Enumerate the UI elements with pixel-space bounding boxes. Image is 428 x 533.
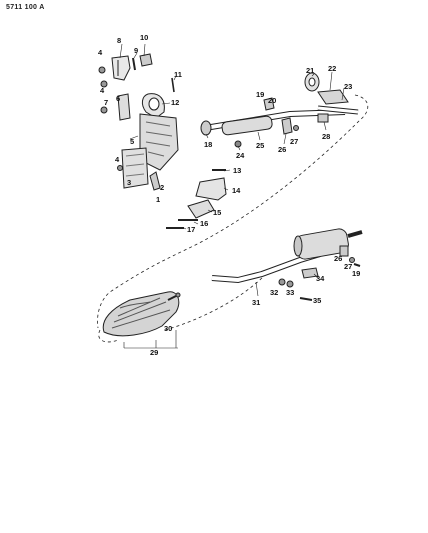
callout-32: 32 xyxy=(270,288,279,297)
callout-4a: 4 xyxy=(98,48,103,57)
bolt-9 xyxy=(132,57,136,71)
callout-22: 22 xyxy=(328,64,337,73)
leader-lines xyxy=(119,43,345,349)
callout-25: 25 xyxy=(256,141,265,150)
callout-30: 30 xyxy=(164,324,173,333)
callout-12: 12 xyxy=(171,98,180,107)
center-pipe-group xyxy=(200,72,359,148)
clip-10 xyxy=(139,53,153,67)
clamp-32 xyxy=(278,278,286,286)
catalytic-converter-group xyxy=(102,291,181,337)
resonator xyxy=(221,115,273,136)
hanger-24 xyxy=(234,140,242,148)
callout-26: 26 xyxy=(278,145,287,154)
stud-2 xyxy=(149,171,161,191)
callout-27: 27 xyxy=(290,137,299,146)
callout-19b: 19 xyxy=(352,269,361,278)
callout-8: 8 xyxy=(117,36,122,45)
flange-18 xyxy=(200,120,212,136)
callout-5: 5 xyxy=(130,137,135,146)
hanger-34 xyxy=(301,267,319,279)
callout-34: 34 xyxy=(316,274,325,283)
callout-26b: 26 xyxy=(334,254,343,263)
callout-9: 9 xyxy=(134,46,139,55)
dashed-routing-outline xyxy=(97,94,369,343)
callout-16: 16 xyxy=(200,219,209,228)
nut-27-right xyxy=(349,257,355,263)
bolt-19-right xyxy=(353,263,361,267)
callout-11: 11 xyxy=(174,70,182,79)
callout-4c: 4 xyxy=(115,155,120,164)
gasket-22 xyxy=(317,89,349,105)
bolt-35 xyxy=(299,297,313,301)
bracket-14 xyxy=(195,177,227,201)
callout-14: 14 xyxy=(232,186,241,195)
gasket-6 xyxy=(117,93,131,121)
callout-6: 6 xyxy=(116,94,121,103)
callout-31: 31 xyxy=(252,298,261,307)
callout-15: 15 xyxy=(213,208,222,217)
callout-10: 10 xyxy=(140,33,149,42)
manifold-heat-shield-group xyxy=(98,53,227,229)
shield-3 xyxy=(121,147,149,189)
bracket-15 xyxy=(187,199,215,219)
bracket-8 xyxy=(111,55,131,81)
callout-18: 18 xyxy=(204,140,213,149)
callout-19: 19 xyxy=(256,90,265,99)
reference-code: 5711 100 A xyxy=(6,4,45,11)
nut-27 xyxy=(293,125,299,131)
callout-3: 3 xyxy=(127,178,132,187)
hanger-26 xyxy=(281,117,293,135)
callout-4b: 4 xyxy=(100,86,105,95)
callout-24: 24 xyxy=(236,151,245,160)
nut-4a xyxy=(98,66,106,74)
nut-7 xyxy=(100,106,108,114)
muffler-group xyxy=(211,228,363,301)
callout-33: 33 xyxy=(286,288,295,297)
stud-30 xyxy=(167,295,177,301)
callout-13: 13 xyxy=(233,166,242,175)
callout-29: 29 xyxy=(150,348,159,357)
exit-pipe xyxy=(347,230,363,238)
clamp-33 xyxy=(286,280,294,288)
callout-23: 23 xyxy=(344,82,353,91)
hanger-26-right xyxy=(339,245,349,257)
spring-11 xyxy=(171,77,175,93)
callout-7: 7 xyxy=(104,98,109,107)
callout-2: 2 xyxy=(160,183,165,192)
nut-4c xyxy=(117,165,123,171)
nut-4b xyxy=(100,80,108,88)
clamp-20 xyxy=(263,97,275,111)
callout-35: 35 xyxy=(313,296,322,305)
callout-27b: 27 xyxy=(344,262,353,271)
callout-1: 1 xyxy=(156,195,161,204)
callout-28: 28 xyxy=(322,132,331,141)
callout-20: 20 xyxy=(268,96,277,105)
callout-17: 17 xyxy=(187,225,196,234)
hanger-28 xyxy=(317,113,329,123)
callout-21: 21 xyxy=(306,66,315,75)
